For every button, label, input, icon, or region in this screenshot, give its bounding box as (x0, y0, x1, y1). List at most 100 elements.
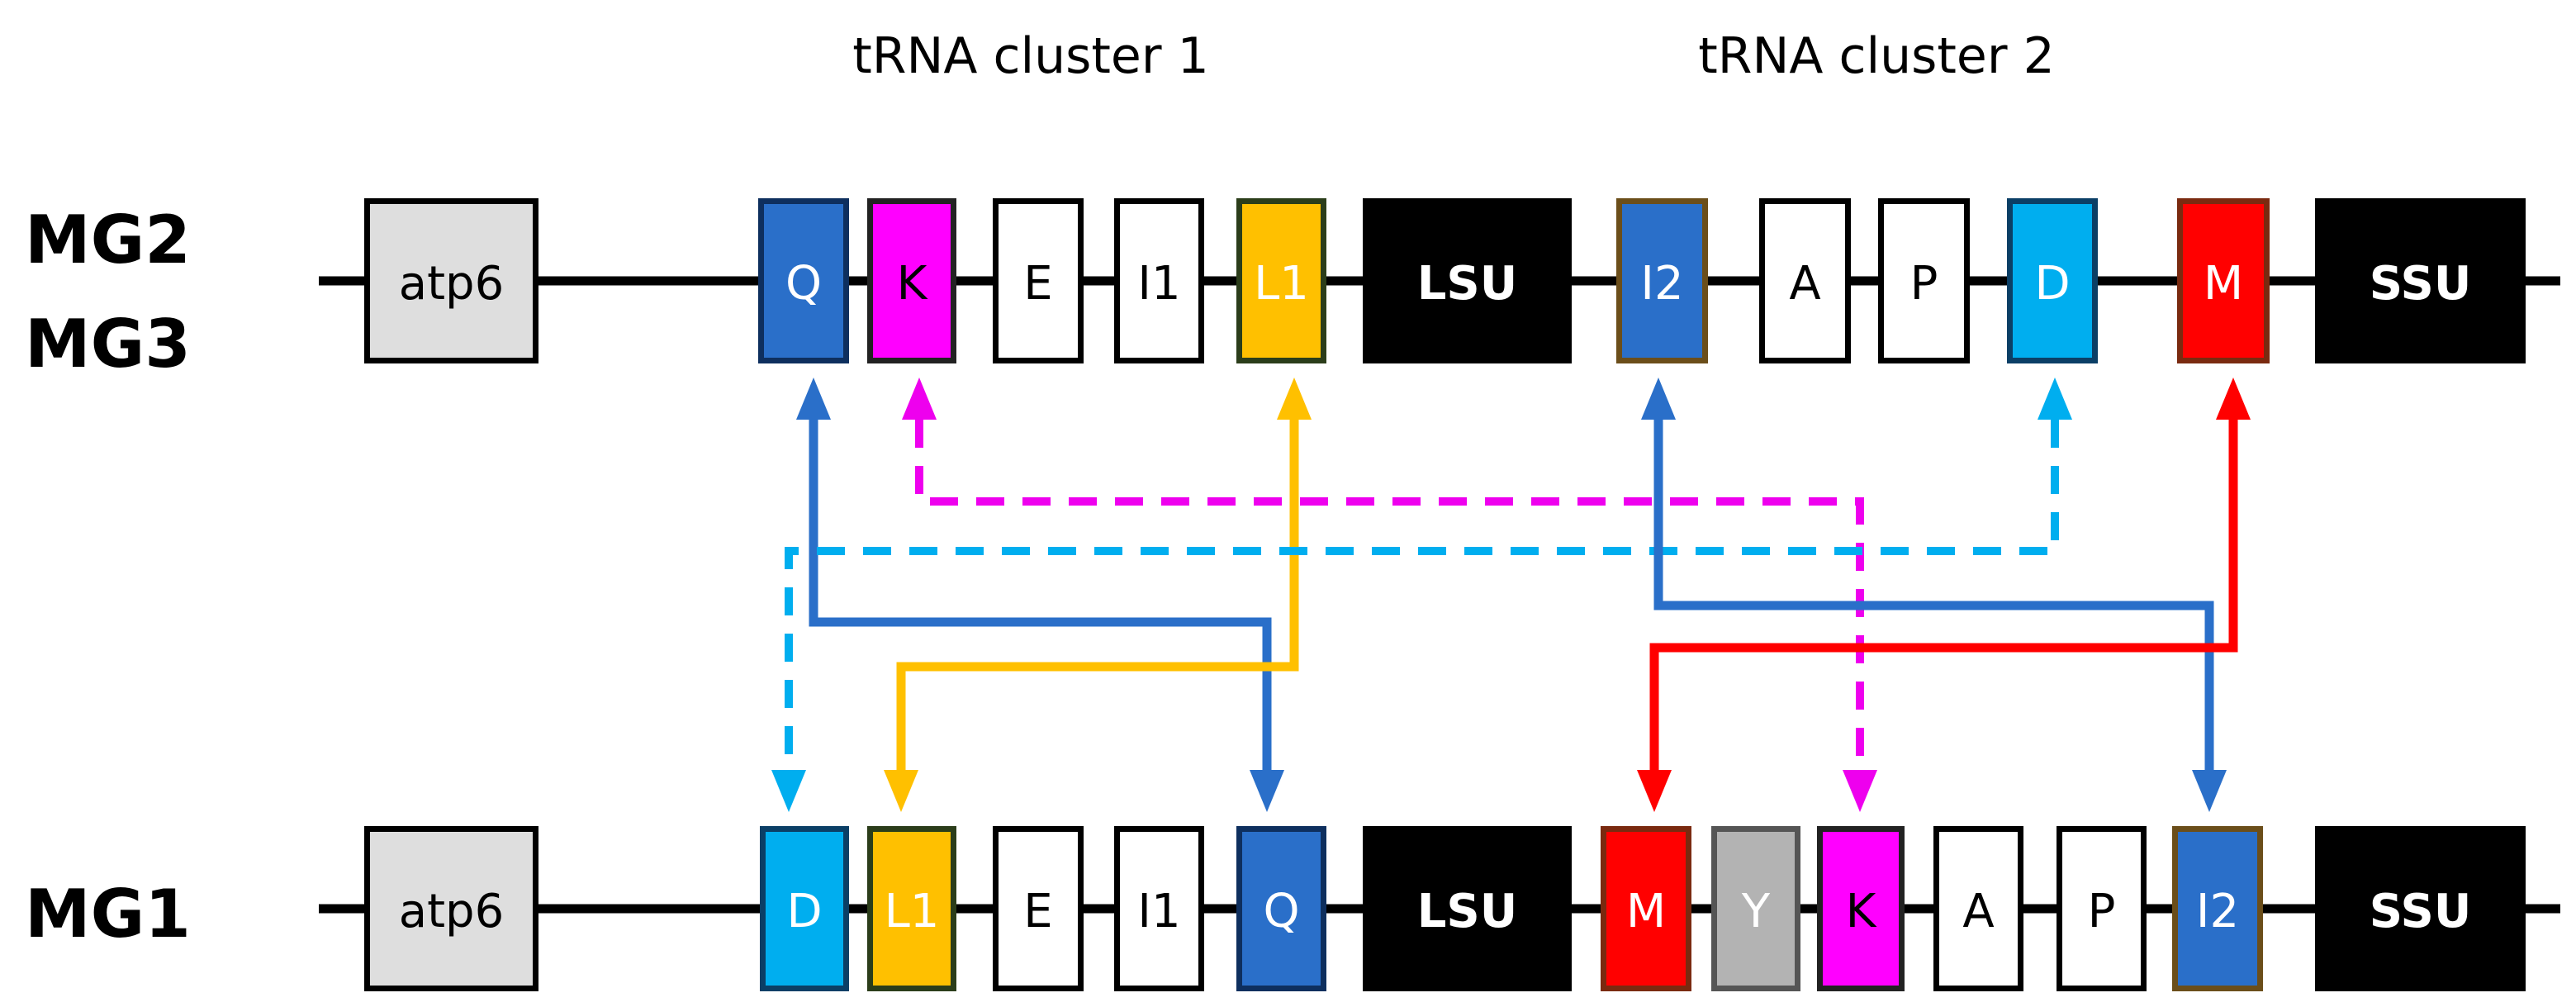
gene-box (993, 826, 1084, 991)
translocation-i2 (1641, 378, 2227, 812)
arrowhead-down-icon (1843, 770, 1877, 812)
row-label-mg1: MG1 (25, 876, 191, 952)
gene-m-bottom: M (1601, 826, 1691, 991)
gene-m-top: M (2177, 198, 2270, 363)
gene-label: A (1962, 885, 1994, 938)
translocation-m (1637, 378, 2251, 812)
connector-line (809, 420, 1272, 770)
gene-box (364, 198, 538, 363)
gene-label: M (1626, 885, 1666, 938)
gene-label: I2 (2196, 885, 2239, 938)
arrowhead-up-icon (2038, 378, 2072, 420)
gene-label: Q (1263, 885, 1299, 938)
gene-q-top: Q (758, 198, 849, 363)
gene-label: LSU (1417, 885, 1518, 938)
gene-box (1878, 198, 1970, 363)
gene-box (1114, 826, 1204, 991)
gene-box (760, 826, 849, 991)
gene-label: A (1789, 257, 1820, 311)
gene-label: K (897, 257, 928, 311)
translocation-l1 (884, 378, 1312, 812)
gene-label: Q (785, 257, 822, 311)
gene-box (1817, 826, 1905, 991)
connector-line (785, 420, 2059, 770)
gene-label: P (1910, 257, 1938, 311)
gene-box (2177, 198, 2270, 363)
gene-box (2057, 826, 2147, 991)
gene-e-bottom: E (993, 826, 1084, 991)
gene-box (364, 826, 538, 991)
gene-box (1236, 198, 1326, 363)
connector-line (1649, 420, 2238, 770)
gene-label: LSU (1417, 257, 1518, 311)
arrowhead-down-icon (1250, 770, 1284, 812)
row-label-mg2: MG2 (25, 202, 191, 278)
arrowhead-up-icon (1277, 378, 1312, 420)
translocation-d (771, 378, 2072, 812)
arrowhead-down-icon (1637, 770, 1672, 812)
gene-box (993, 198, 1084, 363)
gene-label: K (1846, 885, 1877, 938)
gene-box (1759, 198, 1851, 363)
gene-k-top: K (867, 198, 956, 363)
gene-lsu-bottom: LSU (1363, 826, 1572, 991)
gene-label: E (1023, 885, 1052, 938)
gene-box (2315, 826, 2526, 991)
gene-label: P (2088, 885, 2116, 938)
gene-l1-bottom: L1 (867, 826, 956, 991)
gene-e-top: E (993, 198, 1084, 363)
gene-q-bottom: Q (1236, 826, 1326, 991)
gene-label: I1 (1137, 257, 1180, 311)
arrowhead-down-icon (884, 770, 918, 812)
gene-box (2007, 198, 2098, 363)
gene-label: L1 (885, 885, 940, 938)
gene-label: D (786, 885, 822, 938)
connector-line (915, 420, 1864, 770)
gene-row-top: atp6 Q K E I1 L1 LSU I2 A P D M SSU (364, 198, 2526, 363)
gene-label: atp6 (399, 257, 504, 311)
connector-line (896, 420, 1299, 770)
gene-i1-top: I1 (1114, 198, 1204, 363)
gene-box (1363, 198, 1572, 363)
gene-y-bottom: Y (1711, 826, 1800, 991)
gene-i2-bottom: I2 (2172, 826, 2263, 991)
gene-lsu-top: LSU (1363, 198, 1572, 363)
arrowhead-up-icon (2216, 378, 2251, 420)
gene-box (1933, 826, 2023, 991)
gene-a-top: A (1759, 198, 1851, 363)
gene-box (2172, 826, 2263, 991)
arrowhead-up-icon (1641, 378, 1676, 420)
gene-box (1236, 826, 1326, 991)
gene-box (1114, 198, 1204, 363)
gene-ssu-top: SSU (2315, 198, 2526, 363)
gene-a-bottom: A (1933, 826, 2023, 991)
gene-label: I1 (1137, 885, 1180, 938)
translocation-arrows (771, 378, 2251, 812)
row-label-mg3: MG3 (25, 306, 191, 382)
gene-k-bottom: K (1817, 826, 1905, 991)
gene-d-top: D (2007, 198, 2098, 363)
cluster-title-1: tRNA cluster 1 (852, 27, 1209, 85)
gene-label: atp6 (399, 885, 504, 938)
connector-line (1653, 420, 2214, 770)
gene-label: D (2034, 257, 2070, 311)
gene-box (1711, 826, 1800, 991)
translocation-q (796, 378, 1284, 812)
gene-box (2315, 198, 2526, 363)
arrowhead-up-icon (902, 378, 937, 420)
cluster-title-2: tRNA cluster 2 (1698, 27, 2055, 85)
gene-l1-top: L1 (1236, 198, 1326, 363)
gene-label: E (1023, 257, 1052, 311)
arrowhead-down-icon (771, 770, 806, 812)
gene-box (1601, 826, 1691, 991)
gene-d-bottom: D (760, 826, 849, 991)
gene-box (758, 198, 849, 363)
gene-box (1363, 826, 1572, 991)
gene-label: M (2204, 257, 2243, 311)
gene-label: I2 (1640, 257, 1683, 311)
gene-i1-bottom: I1 (1114, 826, 1204, 991)
gene-atp6-top: atp6 (364, 198, 538, 363)
gene-box (867, 198, 956, 363)
